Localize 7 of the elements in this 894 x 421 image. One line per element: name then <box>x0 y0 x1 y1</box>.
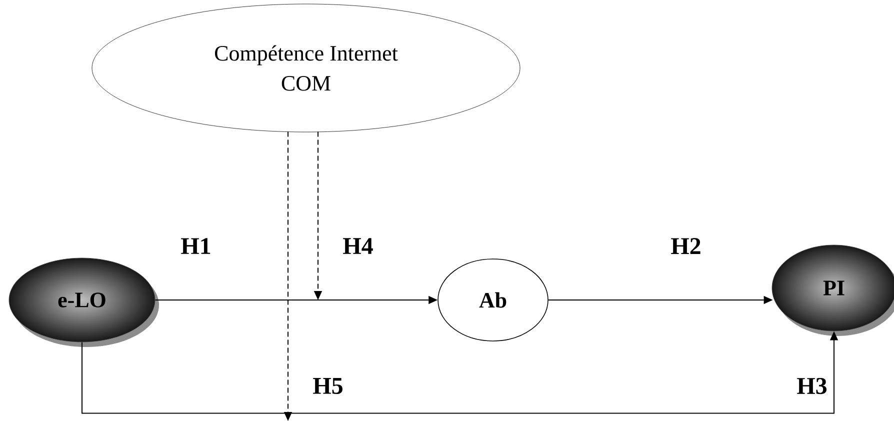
ellipse-node: Ab <box>438 258 548 342</box>
ellipse-node: Compétence Internet COM <box>92 4 520 132</box>
edge-label: H3 <box>796 376 828 396</box>
edge-label: H2 <box>670 237 702 255</box>
edge-label: H4 <box>342 237 374 255</box>
edge-label: H1 <box>180 237 212 255</box>
edge-label: H5 <box>312 377 344 395</box>
